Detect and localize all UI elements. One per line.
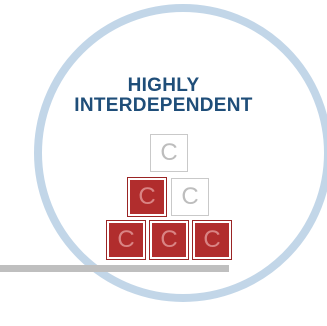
block-top: C [150, 134, 188, 172]
block-middle-left: C [127, 177, 167, 217]
block-bottom-center: C [149, 220, 189, 260]
outer-ring [34, 4, 327, 302]
base-bar [0, 265, 229, 272]
block-middle-right: C [171, 178, 209, 216]
title-line-2: INTERDEPENDENT [74, 95, 253, 116]
block-bottom-left: C [106, 220, 146, 260]
title-line-1: HIGHLY [127, 75, 200, 96]
block-bottom-right: C [192, 220, 232, 260]
